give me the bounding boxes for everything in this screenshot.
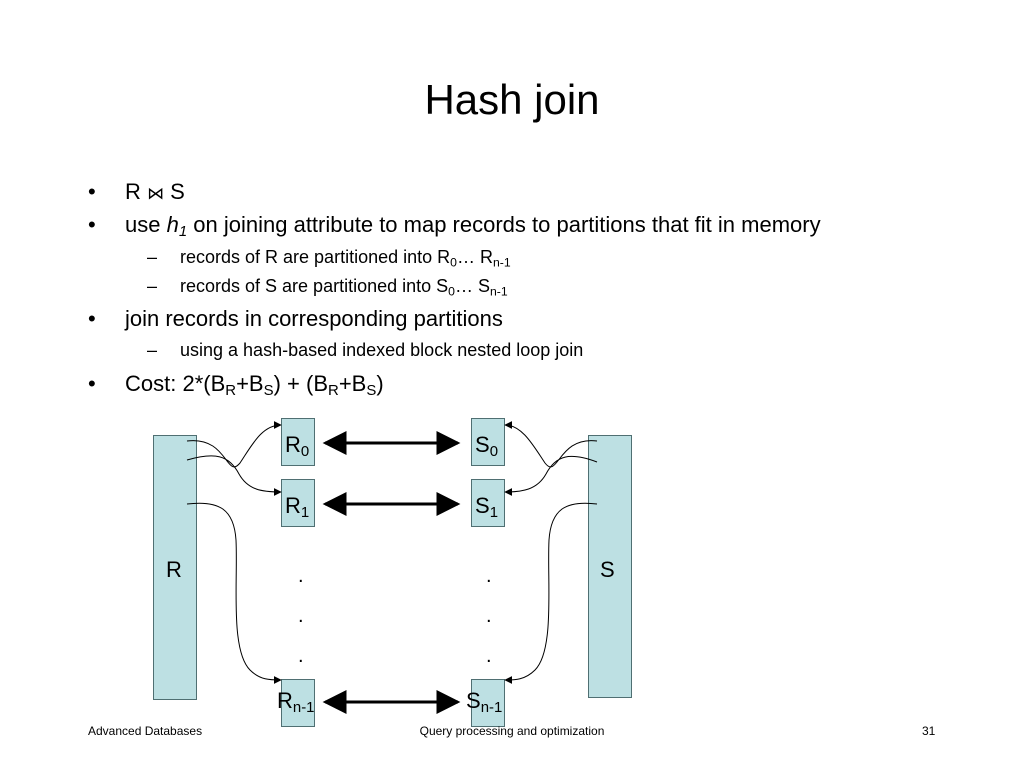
subscript: R bbox=[328, 382, 339, 400]
subscript: 0 bbox=[450, 255, 457, 270]
partition-s0-label: S0 bbox=[475, 432, 499, 461]
partition-r0-box bbox=[281, 418, 315, 466]
subbullet-marker: – bbox=[147, 340, 158, 360]
ellipsis-dot-s: . bbox=[486, 605, 492, 627]
ellipsis-dot-r: . bbox=[298, 645, 304, 667]
r-to-rn-curve bbox=[186, 502, 282, 684]
slide-title: Hash join bbox=[424, 76, 600, 123]
subbullet-text: records of R are partitioned into R bbox=[180, 247, 451, 267]
hash-function-symbol: h bbox=[166, 212, 179, 237]
relation-s-text: S bbox=[170, 179, 185, 204]
hash-function-subscript: 1 bbox=[178, 223, 188, 241]
subscript: S bbox=[263, 382, 274, 400]
cost-text: +B bbox=[236, 371, 264, 396]
relation-s-label: S bbox=[600, 557, 615, 582]
ellipsis-dot-s: . bbox=[486, 565, 492, 587]
ellipsis-dot-r: . bbox=[298, 605, 304, 627]
s-to-s1-curve bbox=[504, 455, 598, 496]
subscript: n-1 bbox=[492, 255, 511, 270]
subbullet-marker: – bbox=[147, 276, 158, 296]
bullet-marker: • bbox=[88, 212, 96, 237]
partition-rn-label: Rn-1 bbox=[277, 688, 315, 717]
partition-sn-box bbox=[471, 679, 505, 727]
footer-topic: Query processing and optimization bbox=[419, 724, 605, 738]
s-to-s0-curve bbox=[504, 421, 598, 468]
r-to-r1-curve bbox=[186, 455, 282, 496]
subscript: n-1 bbox=[489, 284, 508, 299]
ellipsis-dot-r: . bbox=[298, 565, 304, 587]
subscript: R bbox=[225, 382, 237, 400]
partition-s0-box bbox=[471, 418, 505, 466]
partition-rn-box bbox=[281, 679, 315, 727]
subscript: S bbox=[366, 382, 377, 400]
cost-text: ) + (B bbox=[273, 371, 328, 396]
subbullet-text: using a hash-based indexed block nested … bbox=[180, 340, 584, 360]
subbullet-text: records of S are partitioned into S bbox=[180, 276, 449, 296]
relation-s-bar bbox=[588, 435, 632, 698]
subbullet-text-mid: … R bbox=[456, 247, 493, 267]
bullet-text-pre: use bbox=[125, 212, 167, 237]
partition-r1-label: R1 bbox=[285, 493, 310, 522]
footer-page-number: 31 bbox=[922, 724, 936, 738]
subscript: 0 bbox=[448, 284, 455, 299]
ellipsis-dot-s: . bbox=[486, 645, 492, 667]
bullet-text-post: on joining attribute to map records to p… bbox=[187, 212, 821, 237]
bullet-marker: • bbox=[88, 306, 96, 331]
footer-course: Advanced Databases bbox=[88, 724, 203, 738]
s-to-sn-curve bbox=[504, 502, 598, 684]
subbullet-text-mid: … S bbox=[454, 276, 490, 296]
partition-s1-box bbox=[471, 479, 505, 527]
cost-text: ) bbox=[376, 371, 384, 396]
partition-r1-box bbox=[281, 479, 315, 527]
subbullet-marker: – bbox=[147, 247, 158, 267]
partition-sn-label: Sn-1 bbox=[466, 688, 503, 717]
partition-r0-label: R0 bbox=[285, 432, 310, 461]
relation-r-text: R bbox=[125, 179, 141, 204]
cost-text: +B bbox=[338, 371, 367, 396]
r-to-r0-curve bbox=[186, 421, 282, 468]
bullet-marker: • bbox=[88, 179, 96, 204]
relation-r-label: R bbox=[166, 557, 182, 582]
cost-text: Cost: 2*(B bbox=[125, 371, 226, 396]
join-operator: ⋈ bbox=[147, 184, 165, 204]
bullet-text: join records in corresponding partitions bbox=[125, 306, 503, 331]
relation-r-bar bbox=[153, 435, 197, 700]
bullet-marker: • bbox=[88, 371, 96, 396]
partition-s1-label: S1 bbox=[475, 493, 499, 522]
